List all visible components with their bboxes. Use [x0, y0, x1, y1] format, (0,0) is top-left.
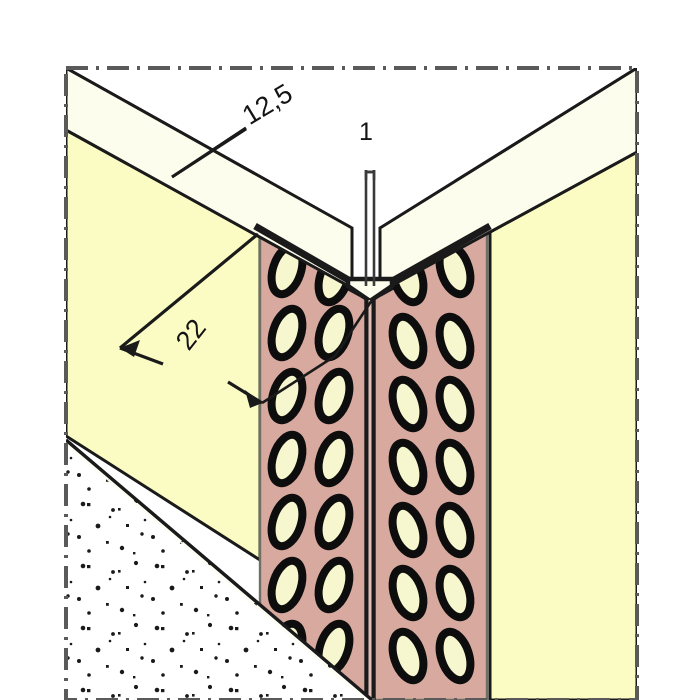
- dimension-leaders: [118, 127, 374, 408]
- dimension-label-nose-thickness: 1: [359, 118, 373, 146]
- masonry-front-edge: [66, 438, 374, 700]
- dimension-line-22: [118, 232, 260, 350]
- right-wall-board-body: [488, 150, 637, 700]
- perforation-holes-right-flange: [388, 241, 475, 685]
